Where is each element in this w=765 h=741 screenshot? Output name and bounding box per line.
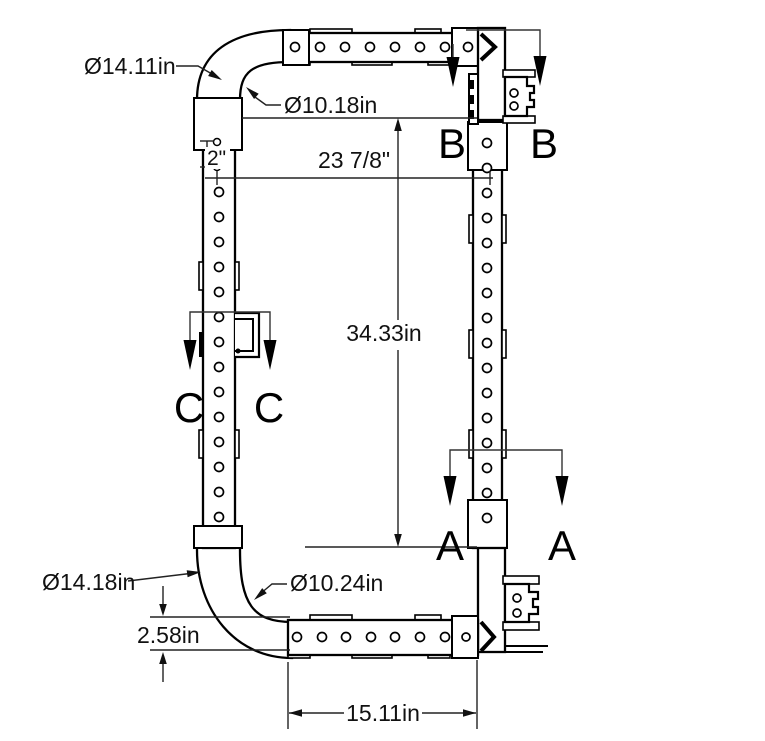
bottom-tube-end-cap	[451, 615, 479, 659]
dim-hole-spacing-label: 2"	[207, 147, 226, 170]
top-right-plate-mark	[470, 80, 474, 89]
dim-top-outer-diameter: Ø14.11in	[84, 53, 222, 80]
bottom-tube-end-chevron	[479, 620, 497, 653]
dim-inner-height: 34.33in	[346, 118, 422, 547]
bracket-hole	[509, 88, 519, 98]
bracket-hole	[512, 593, 522, 603]
bottom-tube-holes	[291, 631, 471, 643]
section-c-marker: C C	[174, 311, 284, 431]
section-a-label-left: A	[436, 522, 464, 569]
section-b-marker: B B	[438, 29, 558, 167]
dim-frame-width: 23 7/8"	[205, 147, 493, 185]
bottom-right-bracket-flange	[502, 621, 540, 631]
section-a-label-right: A	[548, 522, 576, 569]
right-tube-joint	[468, 214, 474, 244]
left-tube-bottom-sleeve	[193, 525, 243, 549]
c-clamp-pin	[235, 348, 241, 354]
dim-bottom-inner-diameter: Ø10.24in	[254, 570, 383, 600]
right-tube	[471, 120, 504, 550]
left-tube	[201, 98, 237, 550]
right-tube-holes	[481, 137, 493, 524]
top-right-bracket	[503, 75, 536, 118]
right-tube-joint	[468, 329, 474, 359]
dim-bottom-outer-diameter: Ø14.18in	[42, 569, 201, 595]
dim-bottom-offset-label: 2.58in	[137, 622, 200, 648]
left-tube-joint	[198, 429, 204, 459]
c-clamp-bracket-inner	[235, 318, 254, 352]
left-tube-joint	[234, 429, 240, 459]
dim-top-outer-diameter-label: Ø14.11in	[84, 53, 176, 79]
dim-bottom-offset: 2.58in	[137, 586, 290, 682]
bottom-left-corner-tube	[195, 534, 294, 660]
bracket-hole	[512, 608, 522, 618]
left-tube-holes	[212, 137, 225, 523]
right-tube-joint	[501, 429, 507, 459]
right-tube-bottom-sleeve	[467, 499, 508, 549]
bracket-hole	[509, 101, 519, 111]
dim-bottom-inner-diameter-label: Ø10.24in	[290, 570, 383, 596]
dim-top-inner-diameter-label: Ø10.18in	[284, 92, 377, 118]
dim-bottom-outer-diameter-label: Ø14.18in	[42, 569, 135, 595]
right-tube-joint	[468, 429, 474, 459]
top-tube-holes	[289, 41, 474, 53]
section-c-label-right: C	[254, 384, 284, 431]
bottom-right-bracket-flange	[502, 575, 540, 585]
right-tube-joint	[501, 214, 507, 244]
top-right-plate-mark	[470, 95, 474, 104]
dim-frame-width-label: 23 7/8"	[318, 147, 390, 173]
left-tube-joint	[234, 261, 240, 291]
top-right-plate-mark	[470, 110, 474, 119]
bottom-right-bracket	[503, 582, 540, 624]
dim-bottom-tube-length: 15.11in	[287, 660, 478, 729]
section-c-label-left: C	[174, 384, 204, 431]
c-clamp-side-plate	[199, 332, 204, 357]
section-b-label-right: B	[530, 120, 558, 167]
top-tube-end-chevron	[479, 32, 498, 62]
section-b-label-left: B	[438, 120, 466, 167]
section-a-marker: A A	[436, 449, 576, 569]
dim-bottom-tube-length-label: 15.11in	[346, 700, 420, 726]
dim-top-inner-diameter: Ø10.18in	[246, 87, 377, 118]
dim-hole-spacing: 2"	[200, 140, 230, 170]
dim-inner-height-label: 34.33in	[346, 320, 421, 346]
right-tube-joint	[501, 329, 507, 359]
left-tube-joint	[198, 261, 204, 291]
